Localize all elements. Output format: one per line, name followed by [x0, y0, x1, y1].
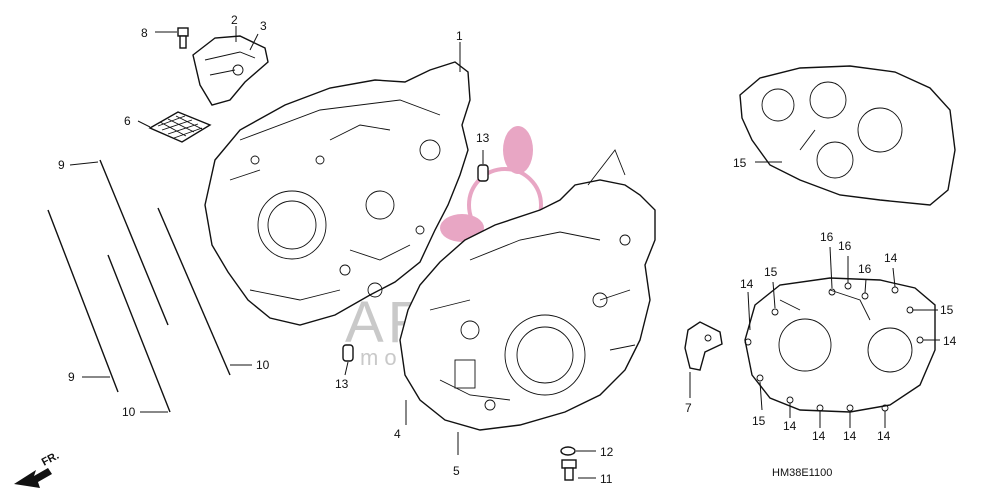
bracket-7 — [684, 321, 723, 371]
callout-14-right[interactable]: 14 — [943, 334, 957, 348]
callout-15-right[interactable]: 15 — [940, 303, 954, 317]
crankcase-right — [204, 61, 471, 326]
callout-4[interactable]: 4 — [394, 427, 401, 441]
callout-10-right[interactable]: 10 — [256, 358, 270, 372]
callout-8[interactable]: 8 — [141, 26, 148, 40]
callout-11[interactable]: 11 — [600, 472, 613, 486]
callout-2[interactable]: 2 — [231, 13, 238, 27]
callout-10-lower[interactable]: 10 — [122, 405, 136, 419]
callout-14-bottom-1[interactable]: 14 — [783, 419, 797, 433]
callout-13-upper[interactable]: 13 — [476, 131, 490, 145]
callout-12[interactable]: 12 — [600, 445, 614, 459]
callout-7[interactable]: 7 — [685, 401, 692, 415]
callout-15-top[interactable]: 15 — [764, 265, 778, 279]
callout-14-bottom-4[interactable]: 14 — [877, 429, 891, 443]
diagram-code: HM38E1100 — [772, 467, 832, 479]
callout-5[interactable]: 5 — [453, 464, 460, 478]
callout-6[interactable]: 6 — [124, 114, 131, 128]
drain-bolt-11 — [561, 459, 577, 481]
washer-12 — [560, 446, 576, 456]
callout-15-gasket[interactable]: 15 — [733, 156, 747, 170]
dowel-pins — [342, 164, 489, 362]
callout-16-right[interactable]: 16 — [858, 262, 872, 276]
callout-3[interactable]: 3 — [260, 19, 267, 33]
callout-14-top[interactable]: 14 — [884, 251, 898, 265]
callout-1[interactable]: 1 — [456, 29, 463, 43]
callout-14-left[interactable]: 14 — [740, 277, 754, 291]
front-label: FR. — [40, 450, 61, 469]
stud-bolts — [47, 159, 231, 413]
breather-plate — [192, 35, 269, 106]
callout-14-bottom-3[interactable]: 14 — [843, 429, 857, 443]
callout-16-left[interactable]: 16 — [820, 230, 834, 244]
bolt-8 — [177, 27, 189, 49]
oil-strainer-screen — [148, 111, 212, 143]
crankcase-gasket — [739, 65, 956, 206]
leader-lines — [69, 26, 940, 479]
callout-labels: 1 2 3 4 5 6 7 8 9 9 10 10 11 12 13 13 14… — [58, 13, 957, 486]
callout-13-lower[interactable]: 13 — [335, 377, 349, 391]
callout-15-bottom[interactable]: 15 — [752, 414, 766, 428]
side-cover-gasket — [744, 277, 936, 413]
callout-9-upper[interactable]: 9 — [58, 158, 65, 172]
callout-9-lower[interactable]: 9 — [68, 370, 75, 384]
crankcase-left — [399, 149, 656, 431]
front-direction-marker: FR. — [14, 450, 61, 488]
front-arrow-icon — [14, 468, 52, 488]
callout-16-center[interactable]: 16 — [838, 239, 852, 253]
callout-14-bottom-2[interactable]: 14 — [812, 429, 826, 443]
